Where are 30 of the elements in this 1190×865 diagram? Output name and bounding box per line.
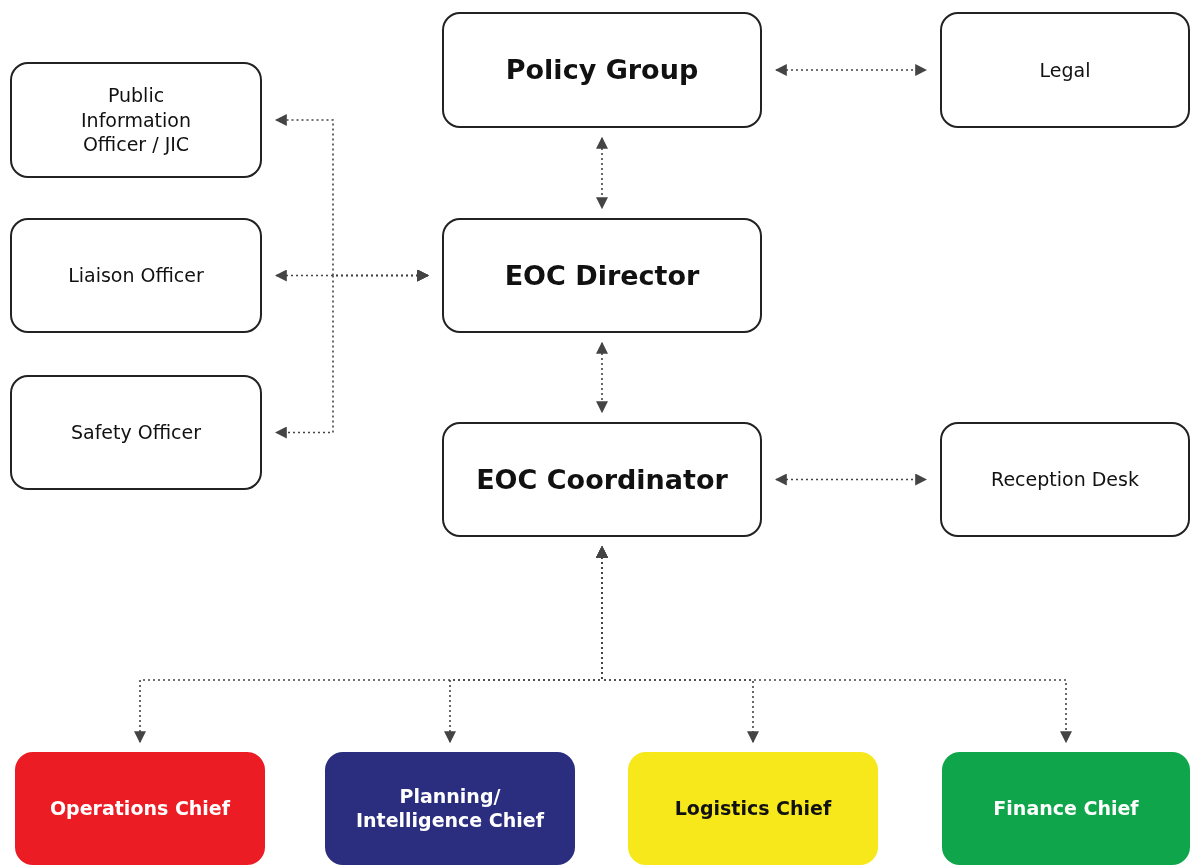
org-box (940, 422, 1190, 537)
box-label: EOC Coordinator (476, 462, 728, 497)
org-box (10, 375, 262, 490)
box-label: Safety Officer (70, 420, 202, 445)
role-box (628, 752, 878, 865)
role-box (325, 752, 575, 865)
box-label: Policy Group (505, 53, 699, 88)
connector-arrow (596, 136, 608, 210)
connector-arrow (274, 269, 430, 439)
role-box (15, 752, 265, 865)
box-label: Liaison Officer (68, 263, 204, 288)
box-label: EOC Director (504, 258, 700, 293)
connector-arrow (596, 545, 1072, 744)
connector-arrow (774, 473, 928, 486)
box-label: Finance Chief (993, 796, 1139, 821)
connector-arrow (596, 341, 608, 414)
org-box (442, 218, 762, 333)
box-label: Reception Desk (991, 467, 1139, 492)
connector-arrow (774, 64, 928, 76)
box-label: Operations Chief (49, 796, 231, 821)
org-box (10, 62, 262, 178)
org-box (442, 422, 762, 537)
box-label: Public Information Officer / JIC (80, 82, 192, 158)
org-box (10, 218, 262, 333)
org-box (940, 12, 1190, 128)
role-box (942, 752, 1190, 865)
box-label: Planning/ Intelligence Chief (355, 784, 546, 833)
box-label: Logistics Chief (674, 796, 832, 821)
org-box (442, 12, 762, 128)
box-label: Legal (1039, 57, 1091, 83)
